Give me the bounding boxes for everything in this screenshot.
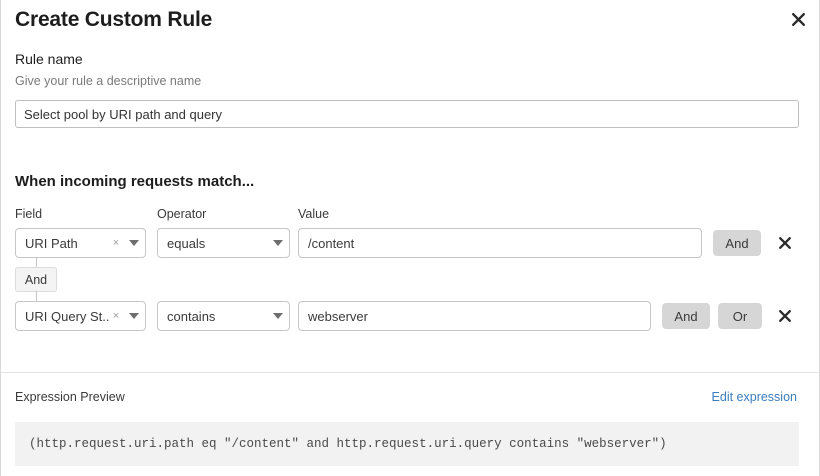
and-button-1[interactable]: And — [713, 230, 761, 256]
field-select-2[interactable]: URI Query St... × — [15, 301, 146, 331]
section-divider — [1, 372, 820, 373]
remove-condition-icon-2[interactable] — [775, 303, 795, 329]
expression-preview-label: Expression Preview — [15, 390, 125, 404]
operator-select-2-value: contains — [167, 308, 216, 324]
operator-select-1[interactable]: equals — [157, 228, 290, 258]
dialog-title: Create Custom Rule — [15, 8, 213, 31]
field-clear-icon[interactable]: × — [112, 237, 120, 249]
value-input-2[interactable] — [298, 301, 651, 331]
expression-preview-box: (http.request.uri.path eq "/content" and… — [15, 422, 799, 466]
chevron-down-icon[interactable] — [267, 313, 289, 319]
rule-name-help-text: Give your rule a descriptive name — [15, 74, 202, 88]
connector-and-badge[interactable]: And — [15, 267, 57, 292]
rule-name-label: Rule name — [15, 51, 83, 67]
chevron-down-icon[interactable] — [123, 313, 145, 319]
and-button-2[interactable]: And — [662, 303, 710, 329]
column-header-value: Value — [298, 207, 330, 221]
close-icon[interactable] — [785, 6, 811, 32]
chevron-down-icon[interactable] — [123, 240, 145, 246]
remove-condition-icon-1[interactable] — [775, 230, 795, 256]
column-header-operator: Operator — [157, 207, 207, 221]
field-clear-icon[interactable]: × — [112, 310, 120, 322]
or-button-2[interactable]: Or — [718, 303, 762, 329]
condition-row: URI Query St... × contains And Or — [1, 301, 820, 331]
field-select-1-value: URI Path — [25, 235, 78, 251]
conditions-heading: When incoming requests match... — [15, 173, 255, 190]
edit-expression-link[interactable]: Edit expression — [711, 390, 797, 404]
value-input-1[interactable] — [298, 228, 702, 258]
field-select-1[interactable]: URI Path × — [15, 228, 146, 258]
rule-name-input[interactable] — [15, 100, 799, 128]
field-select-2-value: URI Query St... — [25, 308, 109, 324]
expression-preview-code: (http.request.uri.path eq "/content" and… — [29, 437, 667, 451]
operator-select-2[interactable]: contains — [157, 301, 290, 331]
operator-select-1-value: equals — [167, 235, 206, 251]
chevron-down-icon[interactable] — [267, 240, 289, 246]
condition-row: URI Path × equals And — [1, 228, 820, 258]
column-header-field: Field — [15, 207, 43, 221]
connector-line-bottom — [36, 291, 37, 301]
connector-line-top — [36, 258, 37, 269]
